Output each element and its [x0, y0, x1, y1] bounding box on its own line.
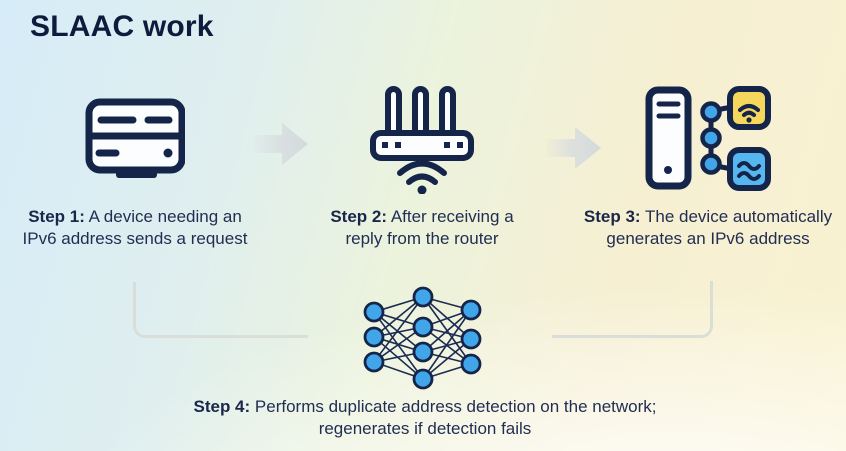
arrow-right-icon — [254, 123, 308, 165]
arrow-right-icon — [547, 127, 601, 169]
step-4-label: Step 4: — [193, 397, 251, 416]
connector-line-right — [552, 281, 713, 338]
page-title: SLAAC work — [30, 10, 214, 43]
step-4-caption: Step 4: Performs duplicate address detec… — [173, 396, 677, 440]
step-3-text: The device automatically generates an IP… — [606, 207, 833, 248]
step-4-text: Performs duplicate address detection on … — [254, 397, 657, 438]
connector-line-left — [133, 282, 308, 338]
step-1-caption: Step 1: A device needing an IPv6 address… — [10, 206, 260, 250]
step-1-text: A device needing an IPv6 address sends a… — [22, 207, 248, 248]
device-icon — [85, 98, 185, 178]
step-2-caption: Step 2: After receiving a reply from the… — [322, 206, 522, 250]
device-network-icon — [645, 86, 771, 191]
step-1-label: Step 1: — [28, 207, 85, 226]
step-3-label: Step 3: — [583, 207, 641, 226]
step-3-caption: Step 3: The device automatically generat… — [572, 206, 844, 250]
step-2-text: After receiving a reply from the router — [345, 207, 514, 248]
router-wifi-icon — [370, 86, 474, 194]
neural-network-icon — [363, 286, 482, 390]
step-2-label: Step 2: — [330, 207, 388, 226]
